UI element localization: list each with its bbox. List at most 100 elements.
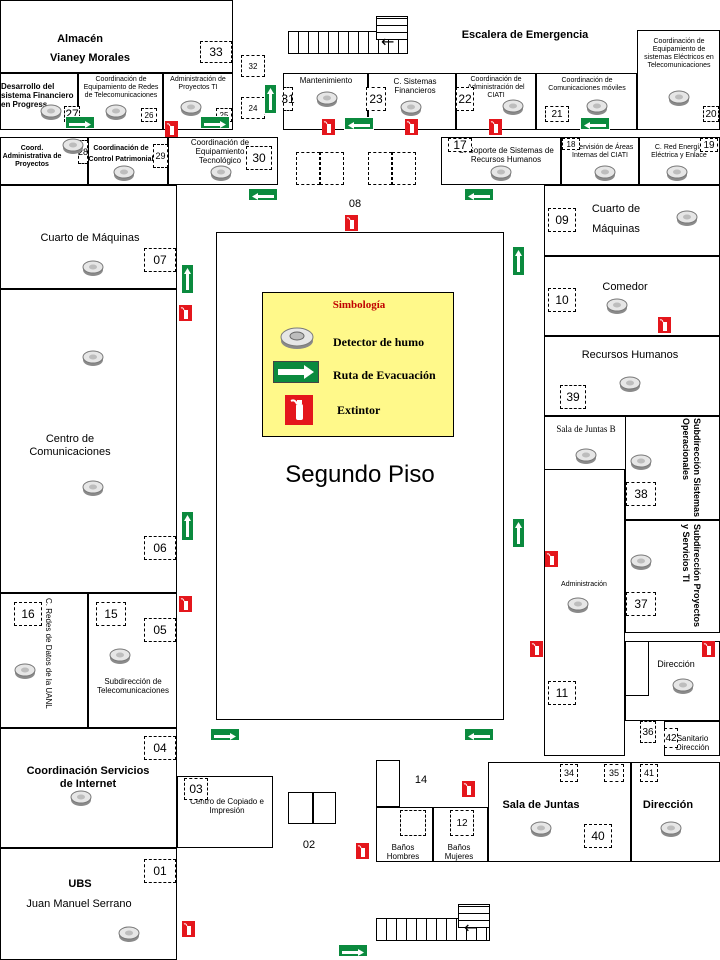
direccion-label: Dirección: [642, 799, 694, 811]
room-number-01: 01: [144, 859, 176, 883]
legend-smoke-detector-text: Detector de humo: [333, 335, 425, 349]
extinguisher-icon: [530, 641, 543, 657]
smoke-detector-icon: [400, 100, 422, 116]
evacuation-route-sign: [464, 728, 494, 741]
room-number-34: 34: [560, 764, 578, 782]
evacuation-route-sign: [248, 188, 278, 201]
legend-extinguisher-text: Extintor: [337, 403, 381, 417]
coord-equip-electricos-label: Coordinación de Equipamiento de sistemas…: [644, 38, 714, 69]
subdir-sistemas-op-label: Subdirección Sistemas Operacionales: [681, 418, 702, 518]
smoke-detector-icon: [567, 597, 589, 613]
smoke-detector-icon: [530, 821, 552, 837]
room-number-11: 11: [548, 681, 576, 705]
closet-block: [625, 641, 649, 696]
smoke-detector-icon: [118, 926, 140, 942]
smoke-detector-icon: [586, 99, 608, 115]
room-number-16: 16: [14, 602, 42, 626]
room-number-21: 21: [545, 106, 569, 122]
room-number-33: 33: [200, 41, 232, 63]
smoke-detector-icon: [105, 104, 127, 120]
room-number-36: 36: [640, 721, 656, 743]
room-number-14: 14: [414, 774, 428, 786]
evacuation-route-sign: [65, 116, 95, 129]
extinguisher-icon: [405, 119, 418, 135]
room-number-30: 30: [246, 146, 272, 170]
evacuation-route-sign: [344, 117, 374, 130]
c-soporte-label: C. Soporte de Sistemas de Recursos Human…: [458, 146, 554, 164]
coord-control-patrimonial-label: Coordinación de Control Patrimonial: [88, 145, 154, 163]
room-number-38: 38: [626, 482, 656, 506]
evacuation-route-sign: [512, 246, 525, 276]
cuarto-maquinas-left-label: Cuarto de Máquinas: [40, 232, 140, 244]
room-number-41: 41: [640, 764, 658, 782]
mantenimiento-label: Mantenimiento: [299, 76, 353, 85]
room-number-19: 19: [700, 138, 718, 152]
c-sistemas-financieros-label: C. Sistemas Financieros: [393, 77, 437, 95]
extinguisher-icon: [702, 641, 715, 657]
coord-admin-ciati-label: Coordinación de Administración del CIATI: [467, 76, 525, 99]
smoke-detector-icon: [82, 350, 104, 366]
centro-comunicaciones-label: Centro de Comunicaciones: [29, 433, 111, 458]
evacuation-route-sign: [512, 518, 525, 548]
smoke-detector-icon: [619, 376, 641, 392]
banos-mujeres-label: Baños Mujeres: [444, 843, 474, 861]
sala-juntas-label: Sala de Juntas: [502, 799, 580, 811]
room-number-18: 18: [562, 138, 580, 150]
smoke-detector-icon: [502, 99, 524, 115]
elevator-shaft: [368, 152, 392, 185]
floor-title: Segundo Piso: [285, 461, 435, 488]
room-number-17: 17: [448, 138, 472, 152]
extinguisher-icon: [658, 317, 671, 333]
extinguisher-icon: [489, 119, 502, 135]
extinguisher-icon: [179, 596, 192, 612]
room-subdir-proyectos-ti: [625, 520, 720, 633]
room-banos-divider: [432, 807, 434, 862]
subdir-telecom-label: Subdirección de Telecomunicaciones: [96, 677, 170, 695]
coord-comunicaciones-moviles-label: Coordinación de Comunicaciones móviles: [548, 77, 626, 92]
room-number-05: 05: [144, 618, 176, 642]
evacuation-route-sign: [580, 117, 610, 130]
c-redes-datos-label: C. Redes de Datos de la UANL: [44, 598, 53, 709]
legend-title: Simbología: [332, 299, 386, 311]
evacuation-route-sign: [181, 511, 194, 541]
extinguisher-icon: [345, 215, 358, 231]
extinguisher-icon: [322, 119, 335, 135]
evacuation-route-sign: [338, 944, 368, 957]
arrow-left-icon: ←: [464, 918, 478, 937]
room-number-40: 40: [584, 824, 612, 848]
room-number-26: 26: [141, 108, 157, 122]
smoke-detector-icon: [630, 454, 652, 470]
smoke-detector-icon: [180, 100, 202, 116]
room-number-23: 23: [366, 87, 386, 111]
coord-equip-tecnologico-label: Coordinación de Equipamiento Tecnológico: [190, 138, 250, 165]
room-number-37: 37: [626, 592, 656, 616]
smoke-detector-icon: [280, 327, 314, 349]
extinguisher-icon: [179, 305, 192, 321]
almacen-person-label: Vianey Morales: [50, 52, 130, 64]
smoke-detector-icon: [594, 165, 616, 181]
room-number-24: 24: [241, 97, 265, 119]
smoke-detector-icon: [210, 165, 232, 181]
arrow-left-icon: ←: [381, 32, 395, 51]
evacuation-route-sign: [264, 84, 277, 114]
desarrollo-label: Desarrollo del sistema Financiero en Pro…: [1, 82, 74, 109]
smoke-detector-icon: [666, 165, 688, 181]
emergency-stairs-label: Escalera de Emergencia: [461, 29, 589, 41]
administracion-label: Administración: [561, 581, 607, 588]
evacuation-route-sign: [181, 264, 194, 294]
admin-proyectos-ti-label: Administración de Proyectos TI: [170, 76, 226, 91]
stair-landing-top: [376, 16, 408, 40]
extinguisher-icon: [356, 843, 369, 859]
smoke-detector-icon: [82, 480, 104, 496]
room-number-42: 42: [664, 728, 678, 748]
extinguisher-icon: [182, 921, 195, 937]
sanitario-label: Sanitario Dirección: [675, 734, 710, 752]
sala-juntas-b-label: Sala de Juntas B: [556, 424, 616, 434]
elevator-shaft: [392, 152, 416, 185]
evacuation-route-icon: [273, 361, 319, 383]
smoke-detector-icon: [14, 663, 36, 679]
room-number-04: 04: [144, 736, 176, 760]
smoke-detector-icon: [40, 104, 62, 120]
elevator-shaft: [296, 152, 320, 185]
smoke-detector-icon: [82, 260, 104, 276]
